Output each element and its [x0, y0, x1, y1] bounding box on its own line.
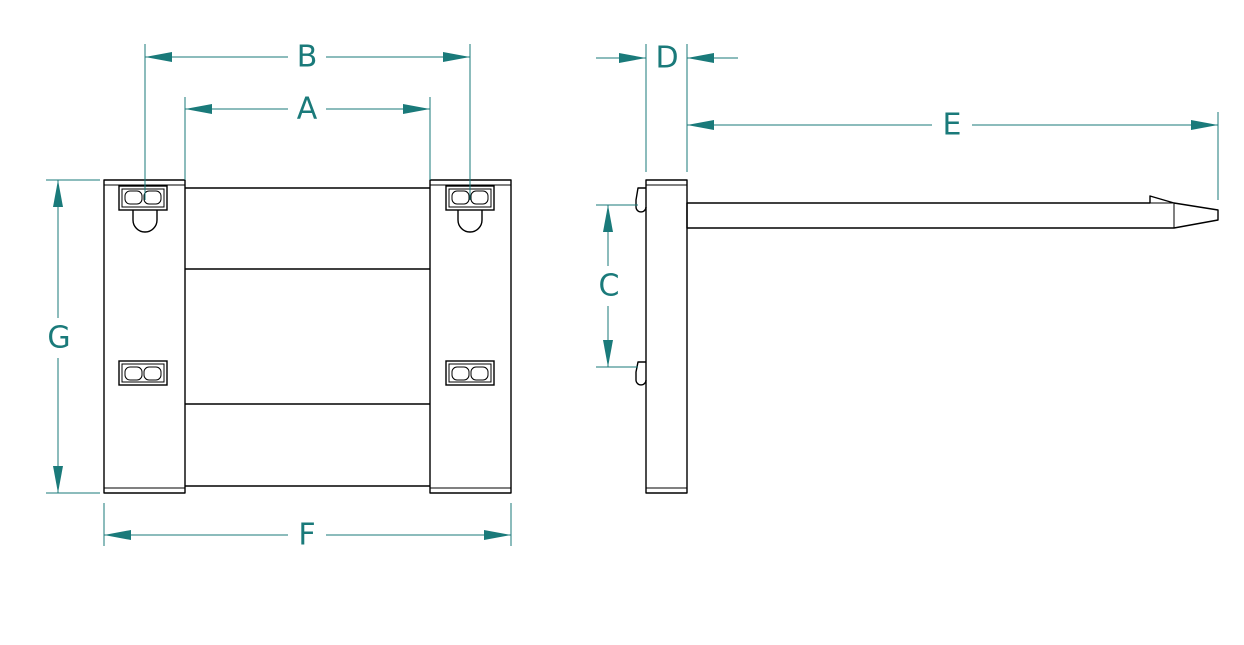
- dimension-e: E: [687, 108, 1219, 200]
- dimension-label-e: E: [943, 108, 962, 143]
- fork-tine: [686, 195, 1219, 229]
- dimension-label-b: B: [297, 40, 318, 75]
- hook-lower: [635, 361, 647, 386]
- front-view: [103, 179, 512, 494]
- dimension-f: F: [103, 503, 512, 553]
- dimension-label-d: D: [655, 41, 678, 76]
- latch-mid-right: [445, 360, 495, 386]
- latch-top-right: [445, 185, 495, 233]
- latch-top-left: [118, 185, 168, 233]
- dimension-c: C: [596, 204, 638, 368]
- side-plate: [645, 179, 688, 494]
- right-upright: [429, 179, 512, 494]
- left-upright: [103, 179, 186, 494]
- dimension-d: D: [596, 41, 738, 172]
- dimension-a: A: [184, 92, 431, 180]
- dimension-b: B: [144, 40, 471, 200]
- dimension-label-c: C: [599, 269, 620, 304]
- latch-mid-left: [118, 360, 168, 386]
- dimension-label-g: G: [47, 321, 70, 356]
- dimension-g: G: [46, 179, 100, 494]
- dimension-label-a: A: [297, 92, 318, 127]
- side-view: [635, 179, 1219, 494]
- hook-upper: [635, 187, 647, 213]
- dimension-label-f: F: [298, 518, 315, 553]
